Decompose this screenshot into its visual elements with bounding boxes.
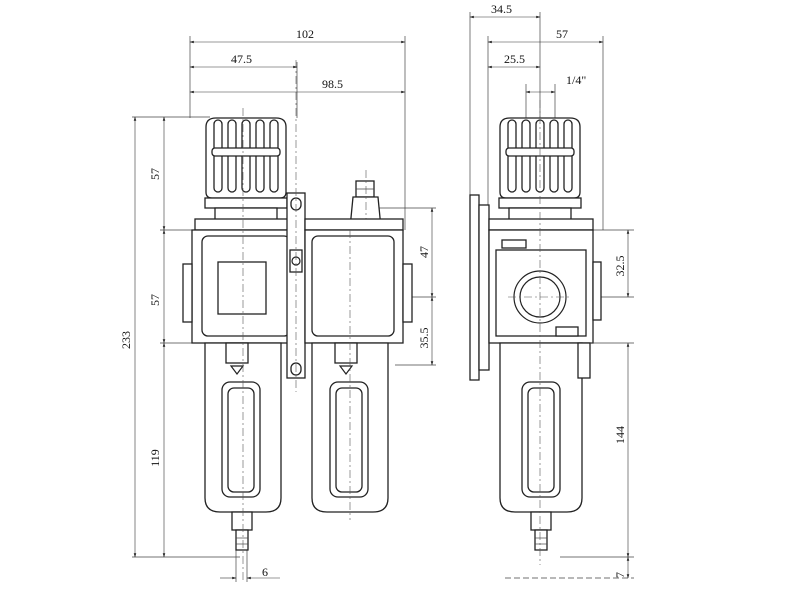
side-body	[488, 229, 602, 344]
side-vertical-dims	[590, 229, 634, 579]
dim-57-mid-label: 57	[148, 294, 162, 306]
dim-32-5-label: 32.5	[613, 256, 627, 277]
front-horizontal-dims	[189, 40, 406, 580]
front-vertical-dims	[133, 116, 434, 558]
dim-57-top-label: 57	[148, 168, 162, 180]
dim-144-label: 144	[613, 426, 627, 444]
side-knob	[488, 117, 594, 231]
dim-34-5-label: 34.5	[491, 2, 512, 16]
dim-6-label: 6	[262, 565, 268, 579]
dim-25-5-label: 25.5	[504, 52, 525, 66]
dim-35-5-label: 35.5	[417, 328, 431, 349]
side-horizontal-dims	[469, 15, 604, 94]
dim-7-label: 7	[613, 572, 627, 578]
dim-47-label: 47	[417, 246, 431, 258]
wall-bracket	[469, 194, 480, 381]
mounting-bracket	[286, 60, 306, 392]
dim-119-label: 119	[148, 449, 162, 467]
dim-port-size-label: 1/4"	[566, 73, 586, 87]
lubricator	[304, 170, 413, 520]
dim-57-side-label: 57	[556, 27, 568, 41]
dim-98-5-label: 98.5	[322, 77, 343, 91]
dim-47-5-label: 47.5	[231, 52, 252, 66]
side-extension-lines	[469, 12, 634, 579]
side-bowl	[499, 100, 591, 565]
side-view: 34.5 57 25.5 1/4" 32.5 144 7	[469, 2, 634, 579]
dim-233-label: 233	[119, 331, 133, 349]
filter-regulator	[182, 108, 298, 580]
front-view: 102 47.5 98.5 6 233 57 57 119 47 35.5	[119, 27, 436, 582]
dim-102-label: 102	[296, 27, 314, 41]
